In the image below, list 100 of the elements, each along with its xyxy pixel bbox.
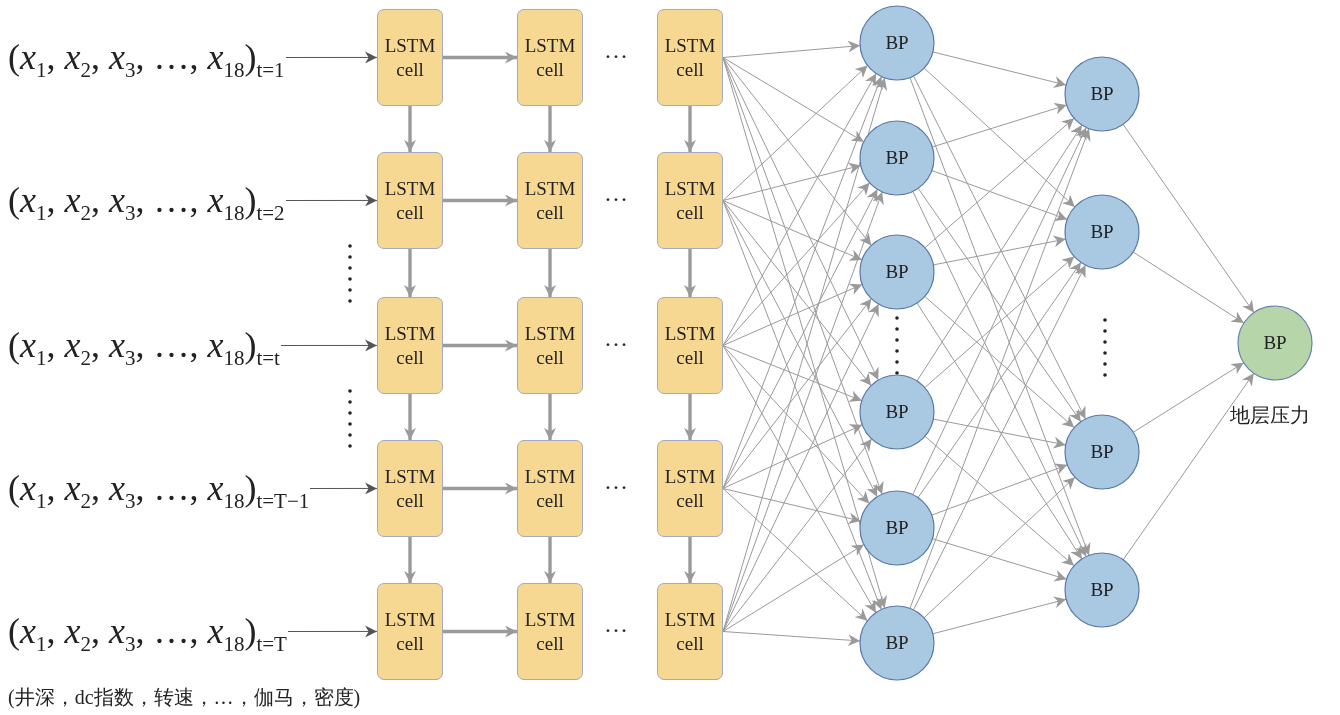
lstm-cell-box: LSTM cell	[517, 297, 583, 394]
lstm-cell-box: LSTM cell	[657, 9, 723, 106]
arrow	[722, 345, 870, 505]
neuron-circle: BP	[859, 120, 935, 196]
arrow	[923, 67, 1076, 208]
arrow	[912, 126, 1087, 496]
arrow	[722, 303, 880, 632]
arrow	[684, 249, 696, 297]
arrow	[1132, 251, 1245, 324]
input-vector-text: (x$_{1}$, x$_{2}$, x$_{3}$, …, x$_{18}$)$_{t=2}$	[8, 173, 285, 227]
arrow	[309, 482, 378, 495]
arrow	[932, 235, 1067, 266]
arrow	[909, 128, 1091, 609]
lstm-cell-box: LSTM cell	[377, 152, 443, 249]
arrow	[443, 51, 517, 64]
arrow	[722, 424, 863, 489]
neuron-circle: BP	[859, 374, 935, 450]
arrow	[912, 190, 1087, 558]
arrow	[404, 394, 416, 440]
arrow	[443, 482, 517, 495]
lstm-cell-box: LSTM cell	[657, 152, 723, 249]
arrow	[722, 57, 872, 246]
lstm-cell-box: LSTM cell	[517, 583, 583, 680]
lstm-cell-box: LSTM cell	[657, 440, 723, 537]
arrow	[544, 106, 556, 152]
arrow	[917, 261, 1082, 499]
arrow	[924, 435, 1075, 567]
input-vector-text: (x$_{1}$, x$_{2}$, x$_{3}$, …, x$_{18}$)$_{t=t}$	[8, 318, 280, 372]
arrow	[287, 625, 378, 638]
lstm-cell-box: LSTM cell	[517, 152, 583, 249]
arrow	[931, 463, 1068, 516]
arrow	[722, 283, 863, 346]
arrow	[544, 249, 556, 297]
lstm-cell-box: LSTM cell	[377, 440, 443, 537]
feature-list-note: (井深，dc指数，转速，…，伽马，密度)	[8, 685, 361, 711]
neuron-circle: BP	[1064, 552, 1140, 628]
neuron-circle: BP	[859, 5, 935, 81]
neuron-circle: BP	[1064, 56, 1140, 132]
neuron-circle: BP	[1237, 305, 1313, 381]
input-vector-text: (x$_{1}$, x$_{2}$, x$_{3}$, …, x$_{18}$)$_{t=1}$	[8, 30, 285, 84]
arrow	[285, 51, 378, 64]
neuron-circle: BP	[859, 234, 935, 310]
arrow	[722, 544, 865, 632]
arrow	[443, 194, 517, 207]
ellipsis-text: …	[604, 325, 628, 352]
arrow	[722, 488, 868, 622]
output-label: 地层压力	[1230, 402, 1310, 429]
arrow	[917, 187, 1082, 423]
arrow	[1122, 372, 1255, 561]
arrow	[722, 64, 869, 201]
neuron-circle: BP	[1064, 414, 1140, 490]
arrow	[443, 625, 517, 638]
lstm-cell-box: LSTM cell	[517, 9, 583, 106]
arrow	[924, 255, 1075, 389]
arrow	[544, 394, 556, 440]
arrow	[722, 182, 871, 346]
arrow	[544, 537, 556, 583]
lstm-cell-box: LSTM cell	[377, 9, 443, 106]
arrow	[285, 194, 378, 207]
lstm-cell-box: LSTM cell	[657, 297, 723, 394]
arrow	[404, 249, 416, 297]
arrow	[722, 57, 865, 143]
arrow	[684, 537, 696, 583]
neuron-circle: BP	[859, 605, 935, 681]
arrow	[932, 51, 1067, 88]
arrow	[722, 345, 863, 402]
arrow	[913, 264, 1086, 611]
arrow	[932, 418, 1067, 449]
arrow	[923, 476, 1076, 619]
arrow	[722, 488, 862, 525]
arrow	[722, 200, 863, 261]
arrow	[916, 302, 1083, 560]
arrow	[1132, 362, 1245, 433]
arrow	[722, 162, 862, 201]
arrow	[924, 295, 1075, 429]
neuron-circle: BP	[859, 490, 935, 566]
arrow	[404, 537, 416, 583]
arrow	[722, 298, 872, 489]
neuron-circle: BP	[1064, 194, 1140, 270]
arrow	[684, 106, 696, 152]
arrow	[916, 124, 1083, 382]
arrow	[722, 200, 872, 387]
ellipsis-text: …	[604, 37, 628, 64]
arrow	[684, 394, 696, 440]
lstm-cell-box: LSTM cell	[377, 583, 443, 680]
arrow	[932, 596, 1067, 635]
arrow	[443, 339, 517, 352]
arrow	[913, 75, 1086, 420]
arrow	[404, 106, 416, 152]
ellipsis-text: …	[604, 468, 628, 495]
arrow	[722, 73, 877, 346]
input-vector-text: (x$_{1}$, x$_{2}$, x$_{3}$, …, x$_{18}$)$_{t=T}$	[8, 604, 287, 658]
ellipsis-text: …	[604, 180, 628, 207]
lstm-cell-box: LSTM cell	[517, 440, 583, 537]
arrow	[931, 170, 1068, 221]
lstm-cell-box: LSTM cell	[657, 583, 723, 680]
arrow	[909, 77, 1091, 556]
arrow	[280, 339, 378, 352]
ellipsis-text: …	[604, 611, 628, 638]
arrow	[722, 438, 873, 632]
